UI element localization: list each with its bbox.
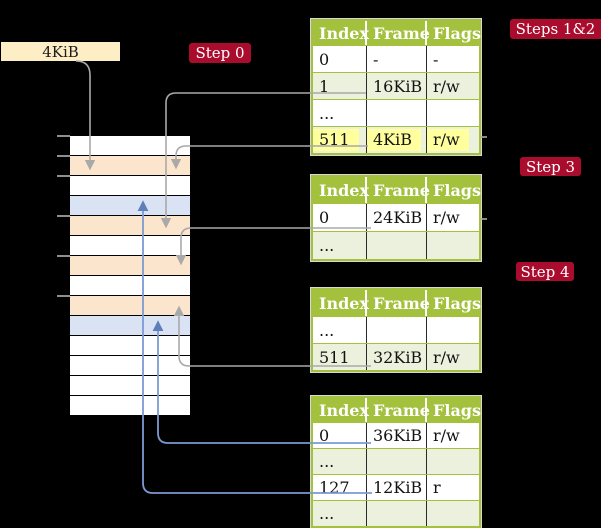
cell-flags bbox=[427, 317, 479, 343]
memory-frame-row-6 bbox=[70, 256, 190, 276]
cell-frame bbox=[367, 317, 427, 343]
memory-frame-row-5 bbox=[70, 236, 190, 256]
root-pointer-box: 4KiB bbox=[1, 42, 120, 61]
cell-index: 511 bbox=[313, 127, 367, 153]
header-flags: Flags bbox=[433, 180, 481, 200]
memory-frame-row-8 bbox=[70, 296, 190, 316]
cell-index: ... bbox=[313, 449, 367, 474]
memory-frame-row-1 bbox=[70, 156, 190, 176]
header-index: Index bbox=[313, 290, 369, 316]
cell-index: ... bbox=[313, 501, 367, 526]
memory-frame-row-3 bbox=[70, 196, 190, 216]
cell-frame: 32KiB bbox=[367, 344, 427, 370]
cell-frame bbox=[367, 449, 427, 474]
step-3-badge: Step 3 bbox=[520, 157, 581, 176]
cell-frame: 16KiB bbox=[367, 73, 427, 99]
step-0-badge: Step 0 bbox=[189, 43, 251, 63]
page-table-final: Index Frame Flags 0 36KiB r/w ... 127 12… bbox=[310, 395, 482, 528]
cell-frame: 36KiB bbox=[367, 423, 427, 448]
memory-frame-row-10 bbox=[70, 336, 190, 356]
header-flags: Flags bbox=[433, 293, 481, 313]
memory-frame-row-7 bbox=[70, 276, 190, 296]
page-table-step-4: Index Frame Flags ... 511 32KiB r/w bbox=[310, 287, 482, 373]
header-frame: Frame bbox=[367, 177, 430, 203]
cell-frame: 24KiB bbox=[367, 204, 427, 231]
memory-frame-row-9 bbox=[70, 316, 190, 336]
address-tick bbox=[57, 295, 70, 297]
cell-flags: r bbox=[433, 478, 441, 497]
page-table-step-3: Index Frame Flags 0 24KiB r/w ... bbox=[310, 174, 482, 262]
header-flags: Flags bbox=[433, 400, 481, 420]
table-row: 1 16KiB r/w bbox=[313, 72, 479, 99]
page-table-steps-1-2: Index Frame Flags 0 - - 1 16KiB r/w ... … bbox=[310, 18, 482, 156]
table-header-row: Index Frame Flags bbox=[313, 21, 481, 45]
table-row: 0 - - bbox=[313, 45, 479, 72]
cell-flags bbox=[427, 100, 479, 126]
table-header-row: Index Frame Flags bbox=[313, 290, 481, 316]
highlight: r/w bbox=[427, 129, 469, 151]
cell-frame: 12KiB bbox=[367, 475, 427, 500]
table-row: 0 36KiB r/w bbox=[313, 422, 479, 448]
cell-flags: r/w bbox=[433, 347, 460, 367]
cell-flags bbox=[427, 501, 479, 526]
cell-index: 0 bbox=[313, 423, 367, 448]
cell-index: 511 bbox=[313, 344, 367, 370]
address-tick bbox=[57, 215, 70, 217]
address-tick bbox=[57, 135, 70, 137]
step-4-badge: Step 4 bbox=[516, 262, 574, 281]
cell-frame bbox=[367, 232, 427, 259]
cell-flags bbox=[427, 449, 479, 474]
cell-index: 0 bbox=[313, 204, 367, 231]
cell-index: ... bbox=[313, 317, 367, 343]
cell-flags: r/w bbox=[427, 127, 479, 153]
cell-index: ... bbox=[313, 100, 367, 126]
table-header-row: Index Frame Flags bbox=[313, 177, 481, 203]
memory-frame-row-11 bbox=[70, 356, 190, 376]
memory-frame-row-2 bbox=[70, 176, 190, 196]
address-tick bbox=[57, 255, 70, 257]
header-index: Index bbox=[313, 21, 369, 45]
physical-memory-column bbox=[70, 136, 190, 416]
address-tick bbox=[57, 175, 70, 177]
table-row: ... bbox=[313, 500, 479, 526]
table-row: ... bbox=[313, 448, 479, 474]
cell-flags: r/w bbox=[433, 76, 460, 96]
table-row: ... bbox=[313, 231, 479, 259]
memory-frame-row-4 bbox=[70, 216, 190, 236]
memory-frame-row-13 bbox=[70, 396, 190, 416]
header-frame: Frame bbox=[367, 398, 430, 422]
cell-flags: - bbox=[433, 49, 439, 69]
steps-1-2-badge: Steps 1&2 bbox=[510, 19, 601, 39]
table-row: 511 32KiB r/w bbox=[313, 343, 479, 370]
table-row: ... bbox=[313, 99, 479, 126]
header-flags: Flags bbox=[433, 23, 481, 43]
cell-flags: r/w bbox=[433, 426, 460, 445]
cell-index: 0 bbox=[313, 46, 367, 72]
highlight: 511 bbox=[313, 129, 359, 151]
cell-index: 127 bbox=[313, 475, 367, 500]
highlight: 4KiB bbox=[367, 129, 422, 151]
header-frame: Frame bbox=[367, 21, 430, 45]
cell-frame: 4KiB bbox=[367, 127, 427, 153]
table-header-row: Index Frame Flags bbox=[313, 398, 481, 422]
cell-frame bbox=[367, 100, 427, 126]
cell-frame: - bbox=[367, 46, 427, 72]
cell-flags: r/w bbox=[433, 208, 460, 227]
cell-index: ... bbox=[313, 232, 367, 259]
cell-frame bbox=[367, 501, 427, 526]
table-row: 0 24KiB r/w bbox=[313, 203, 479, 231]
table-row-highlighted: 511 4KiB r/w bbox=[313, 126, 479, 153]
header-frame: Frame bbox=[367, 290, 430, 316]
header-index: Index bbox=[313, 398, 369, 422]
table-row: ... bbox=[313, 316, 479, 343]
memory-frame-row-12 bbox=[70, 376, 190, 396]
memory-frame-row-0 bbox=[70, 136, 190, 156]
cell-flags bbox=[427, 232, 479, 259]
header-index: Index bbox=[313, 177, 369, 203]
address-tick bbox=[57, 155, 70, 157]
table-row: 127 12KiB r bbox=[313, 474, 479, 500]
cell-index: 1 bbox=[313, 73, 367, 99]
